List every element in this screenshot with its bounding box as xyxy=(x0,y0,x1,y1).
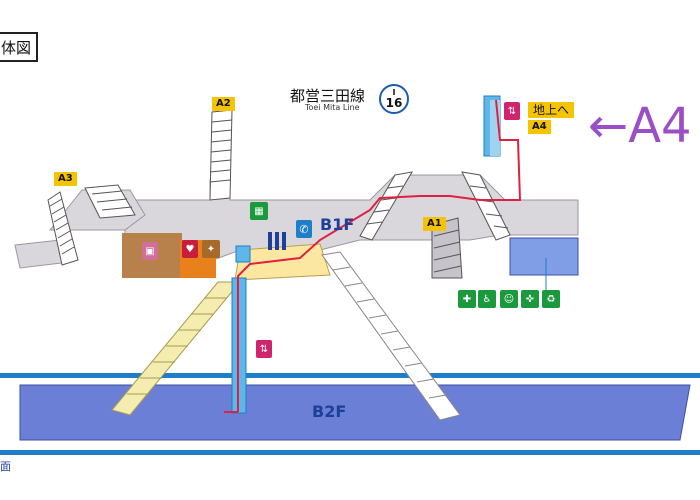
multipurpose-icon: ♻ xyxy=(542,290,560,308)
exit-a1-label: A1 xyxy=(423,217,446,231)
exit-a4-label: A4 xyxy=(528,120,551,134)
wheelchair-icon: ♿ xyxy=(478,290,496,308)
elevator-icon-b2f: ⇅ xyxy=(256,340,272,358)
right-stair-b2f xyxy=(321,251,461,421)
to-ground-label: 地上へ xyxy=(528,102,575,118)
exit-a3-label: A3 xyxy=(54,172,77,186)
phone-icon: ✆ xyxy=(296,220,312,238)
legend-text: 面 xyxy=(0,460,11,473)
floor-label-b1f: B1F xyxy=(320,215,355,234)
track-line-bottom xyxy=(0,450,700,455)
line-romaji: Toei Mita Line xyxy=(305,103,360,112)
a3-stairs xyxy=(47,184,136,266)
elevator-b1f xyxy=(235,245,251,263)
a1-stairs xyxy=(359,171,511,279)
a2-stairs xyxy=(209,109,233,201)
line-letter: I xyxy=(392,88,396,97)
station-number: 16 xyxy=(385,96,403,110)
track-line-top xyxy=(0,373,700,378)
facility-room xyxy=(509,237,579,276)
ticket-gates xyxy=(268,232,286,250)
accessible-route xyxy=(237,99,522,412)
page-title: 体図 xyxy=(0,32,38,62)
shop-icon: ▣ xyxy=(142,242,158,260)
station-number-badge: I 16 xyxy=(379,84,409,114)
ticket-machine-icon: ▦ xyxy=(250,202,268,220)
a4-pointer: ←A4 xyxy=(588,98,692,154)
exit-a2-label: A2 xyxy=(212,97,235,111)
info-icon: ✦ xyxy=(202,240,220,258)
b2f-platform xyxy=(19,384,691,441)
ostomate-icon: ✜ xyxy=(521,290,539,308)
baby-change-icon: ☺ xyxy=(500,290,518,308)
floor-label-b2f: B2F xyxy=(312,402,347,421)
aed-icon: ♥ xyxy=(182,240,198,258)
restroom-icon: ✚ xyxy=(458,290,476,308)
line-name: 都営三田線 xyxy=(290,87,366,105)
elevator-icon: ⇅ xyxy=(504,102,520,120)
